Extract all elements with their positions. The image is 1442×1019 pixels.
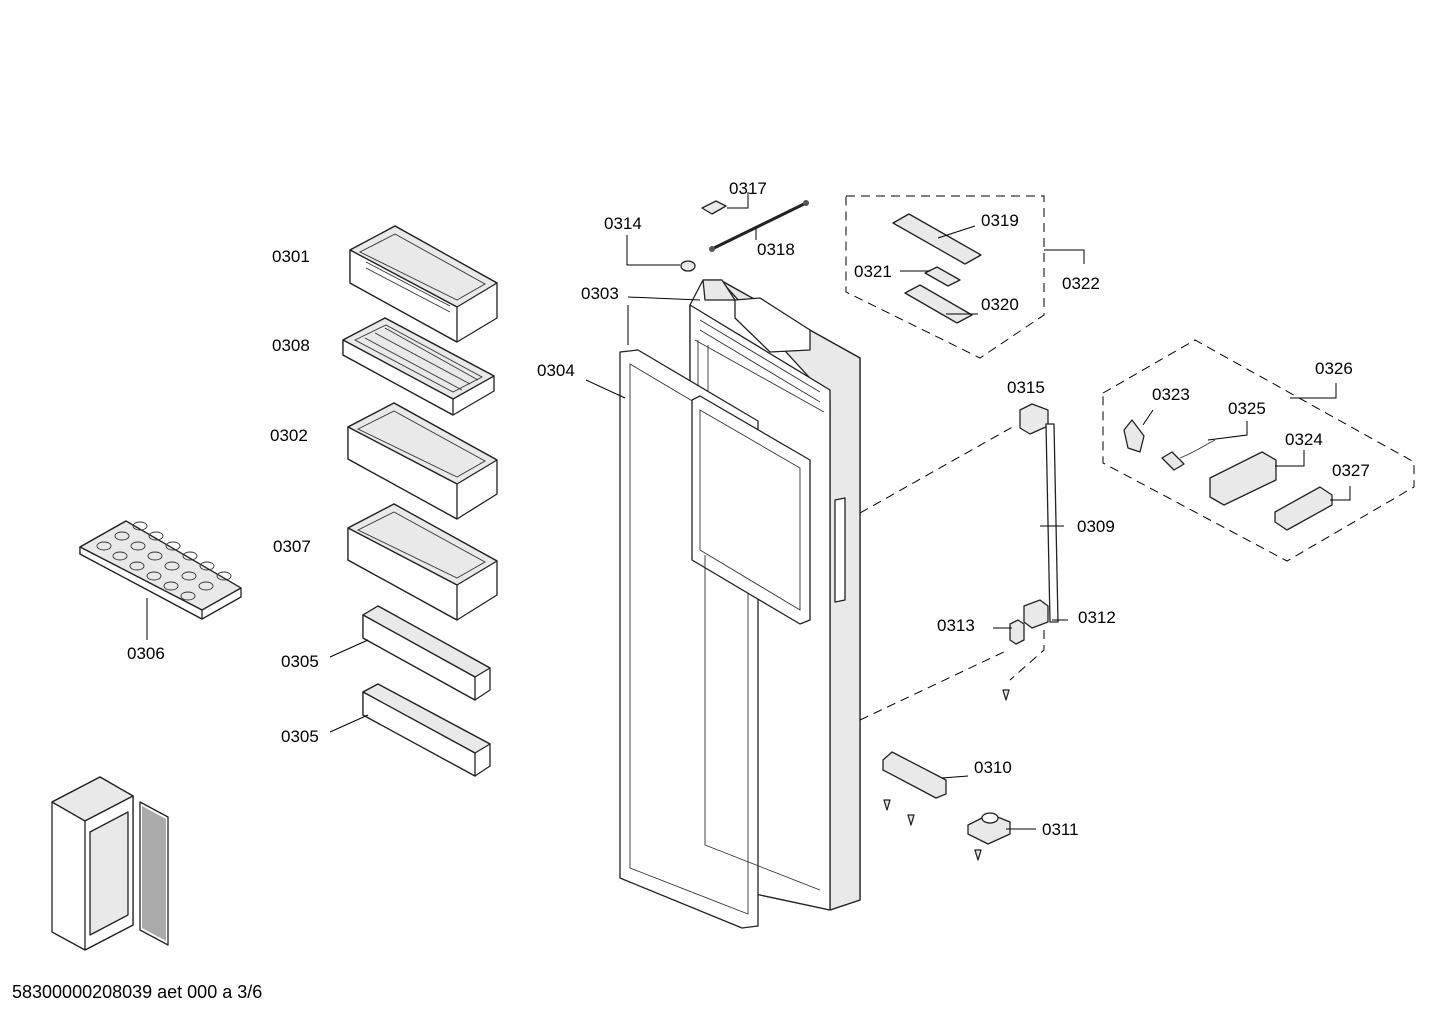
label-0302: 0302 (270, 426, 308, 445)
label-0301: 0301 (272, 247, 310, 266)
label-0311: 0311 (1042, 820, 1079, 839)
door-inner-panel (691, 395, 821, 891)
door-bin-0307 (347, 503, 498, 621)
label-0305-b: 0305 (281, 727, 319, 746)
gasket-strip-0309 (1045, 423, 1059, 623)
label-0306: 0306 (127, 644, 165, 663)
door-bin-0301 (349, 225, 498, 343)
label-0324: 0324 (1285, 430, 1323, 449)
dashed-lines (845, 195, 1415, 721)
label-0317: 0317 (729, 179, 767, 198)
cable-0318 (709, 200, 809, 252)
footer-document-id: 58300000208039 aet 000 a 3/6 (12, 982, 262, 1002)
hinge-bracket-0310 (882, 751, 947, 799)
label-0318: 0318 (757, 240, 795, 259)
handle-group-0326 (1123, 419, 1333, 531)
hinge-pin-0311 (967, 812, 1011, 845)
label-0307: 0307 (273, 537, 311, 556)
label-0313: 0313 (937, 616, 975, 635)
label-0304: 0304 (537, 361, 575, 380)
label-0315: 0315 (1007, 378, 1045, 397)
pad-0317 (701, 200, 727, 215)
ice-tray-0306 (79, 520, 242, 620)
part-labels: 0301 0308 0302 0307 0306 0305 0305 0314 … (12, 179, 1370, 1002)
label-0326: 0326 (1315, 359, 1353, 378)
door-bin-0302 (347, 402, 498, 520)
label-0325: 0325 (1228, 399, 1266, 418)
label-0321: 0321 (854, 262, 892, 281)
door-shelf-0308 (342, 317, 495, 416)
plug-0314 (680, 260, 696, 272)
screws-b (883, 799, 982, 861)
label-0310: 0310 (974, 758, 1012, 777)
bottle-shelf-0305-b (362, 683, 491, 777)
label-0322: 0322 (1062, 274, 1100, 293)
label-0309: 0309 (1077, 517, 1115, 536)
screw-a (1002, 689, 1010, 701)
label-0314: 0314 (604, 214, 642, 233)
hinge-part-0312 (1023, 599, 1049, 629)
label-0327: 0327 (1332, 461, 1370, 480)
label-0308: 0308 (272, 336, 310, 355)
appliance-thumbnail (51, 776, 169, 951)
label-0323: 0323 (1152, 385, 1190, 404)
hinge-part-0315 (1019, 403, 1049, 435)
label-0312: 0312 (1078, 608, 1116, 627)
label-0320: 0320 (981, 295, 1019, 314)
label-0305-a: 0305 (281, 652, 319, 671)
label-0303: 0303 (581, 284, 619, 303)
electronics-group-0322 (892, 213, 982, 324)
bottle-shelf-0305-a (362, 605, 491, 701)
leader-lines (146, 192, 1351, 830)
label-0319: 0319 (981, 211, 1019, 230)
hinge-part-0313 (1009, 619, 1025, 645)
